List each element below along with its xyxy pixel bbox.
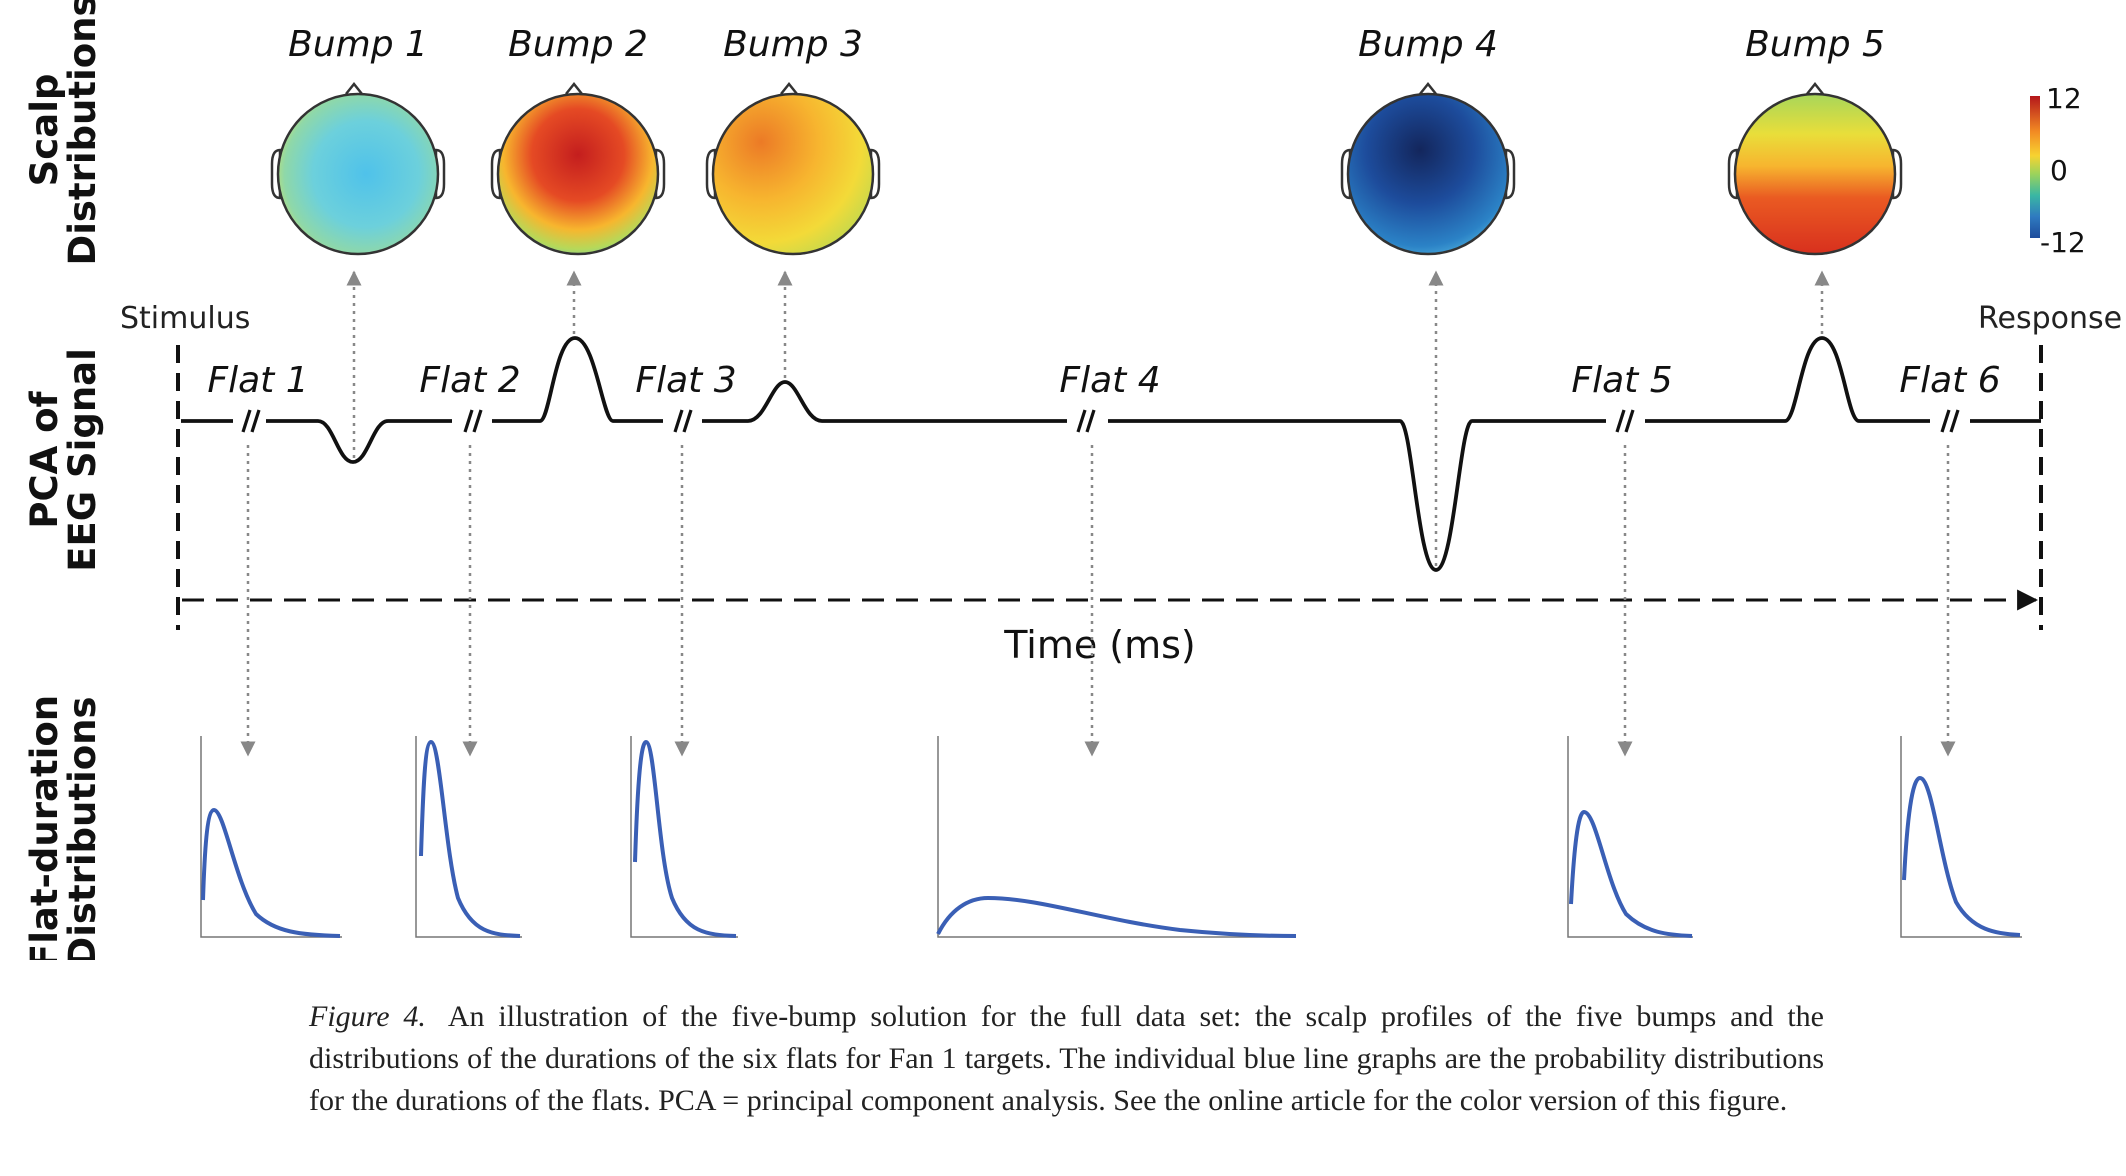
figure-caption: Figure 4.An illustration of the five-bum… xyxy=(309,996,1824,1122)
bump-5-label: Bump 5 xyxy=(1745,24,1885,65)
flat-4-label: Flat 4 xyxy=(1059,360,1160,401)
flat-1-label: Flat 1 xyxy=(207,360,308,401)
colorbar-mid-label: 0 xyxy=(2050,154,2068,187)
scalp-map-bump-5 xyxy=(1727,81,1903,256)
colorbar: 12 0 -12 xyxy=(2030,82,2086,259)
bump-to-scalp-arrows xyxy=(346,270,1830,566)
row-label-pca-1: PCA of xyxy=(23,390,66,528)
flat-3-label: Flat 3 xyxy=(635,360,736,401)
bump-4-label: Bump 4 xyxy=(1358,24,1498,65)
figure-canvas: Scalp Distributions PCA of EEG Signal Fl… xyxy=(23,0,2122,960)
response-label: Response xyxy=(1978,301,2122,336)
flat-4-distribution xyxy=(936,736,1297,938)
row-label-scalp-1: Scalp xyxy=(23,74,66,187)
flat-5-label: Flat 5 xyxy=(1571,360,1672,401)
colorbar-min-label: -12 xyxy=(2040,226,2086,259)
bump-3-label: Bump 3 xyxy=(723,24,863,65)
figure-caption-label: Figure 4. xyxy=(309,1000,426,1033)
row-labels: Scalp Distributions PCA of EEG Signal Fl… xyxy=(23,0,104,960)
flat-5-distribution xyxy=(1567,736,1693,938)
stimulus-label: Stimulus xyxy=(120,301,250,336)
flat-break-marks xyxy=(241,409,1960,433)
flat-to-distribution-arrows xyxy=(240,445,1956,757)
flat-2-label: Flat 2 xyxy=(419,360,520,401)
row-label-flat-2: Distributions xyxy=(61,696,104,960)
flat-3-distribution xyxy=(630,736,738,938)
row-label-scalp-2: Distributions xyxy=(61,0,104,266)
scalp-map-bump-3 xyxy=(705,81,881,256)
time-axis-label: Time (ms) xyxy=(1003,623,1196,667)
flat-1-distribution xyxy=(200,736,342,938)
scalp-map-bump-4 xyxy=(1340,81,1516,256)
scalp-map-bump-1 xyxy=(270,81,446,256)
row-label-pca-2: EEG Signal xyxy=(61,348,104,572)
pca-signal-trace xyxy=(181,336,2041,572)
flat-6-label: Flat 6 xyxy=(1899,360,2000,401)
scalp-map-bump-2 xyxy=(490,81,666,256)
bump-2-label: Bump 2 xyxy=(508,24,648,65)
flat-6-distribution xyxy=(1900,736,2022,938)
figure-caption-text: An illustration of the five-bump solutio… xyxy=(309,1000,1824,1117)
row-label-flat-1: Flat-duration xyxy=(23,695,66,960)
colorbar-max-label: 12 xyxy=(2046,82,2082,115)
flat-2-distribution xyxy=(415,736,522,938)
bump-1-label: Bump 1 xyxy=(288,24,428,65)
